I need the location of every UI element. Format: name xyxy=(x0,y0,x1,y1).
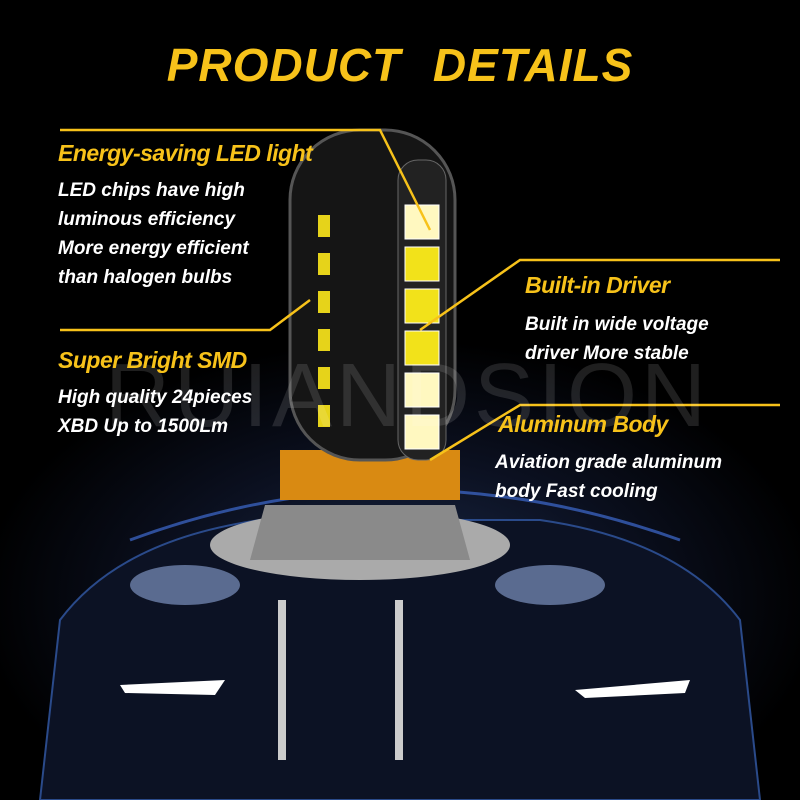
feature-description: LED chips have high luminous efficiency … xyxy=(58,176,249,292)
led-chip xyxy=(404,330,440,366)
led-chips xyxy=(318,204,440,450)
description-line: Built in wide voltage xyxy=(525,314,709,335)
description-line: luminous efficiency xyxy=(58,209,236,230)
feature-heading: Energy-saving LED light xyxy=(58,140,313,166)
watermark: RUIANDSION xyxy=(105,346,711,446)
led-chip xyxy=(318,253,330,275)
led-chip xyxy=(318,291,330,313)
led-chip xyxy=(404,288,440,324)
led-chip xyxy=(404,204,440,240)
feature-heading: Super Bright SMD xyxy=(58,347,247,373)
description-line: Aviation grade aluminum xyxy=(495,452,722,473)
description-line: than halogen bulbs xyxy=(58,267,233,288)
led-chip xyxy=(318,215,330,237)
description-line: body Fast cooling xyxy=(495,481,658,502)
led-chip xyxy=(318,329,330,351)
description-line: LED chips have high xyxy=(58,180,245,201)
led-chip xyxy=(404,414,440,450)
led-chip xyxy=(318,405,330,427)
feature-heading: Aluminum Body xyxy=(498,411,668,437)
led-chip xyxy=(404,372,440,408)
led-chip xyxy=(318,367,330,389)
page-title: PRODUCT DETAILS xyxy=(166,39,634,91)
callout-lines xyxy=(60,128,780,462)
led-chip xyxy=(404,246,440,282)
description-line: More energy efficient xyxy=(58,238,249,259)
feature-description: Built in wide voltage driver More stable xyxy=(525,310,709,368)
description-line: driver More stable xyxy=(525,343,689,364)
feature-heading: Built-in Driver xyxy=(525,272,670,298)
feature-description: Aviation grade aluminum body Fast coolin… xyxy=(495,448,722,506)
description-line: XBD Up to 1500Lm xyxy=(58,416,228,437)
feature-description: High quality 24pieces XBD Up to 1500Lm xyxy=(58,383,252,441)
description-line: High quality 24pieces xyxy=(58,387,253,408)
